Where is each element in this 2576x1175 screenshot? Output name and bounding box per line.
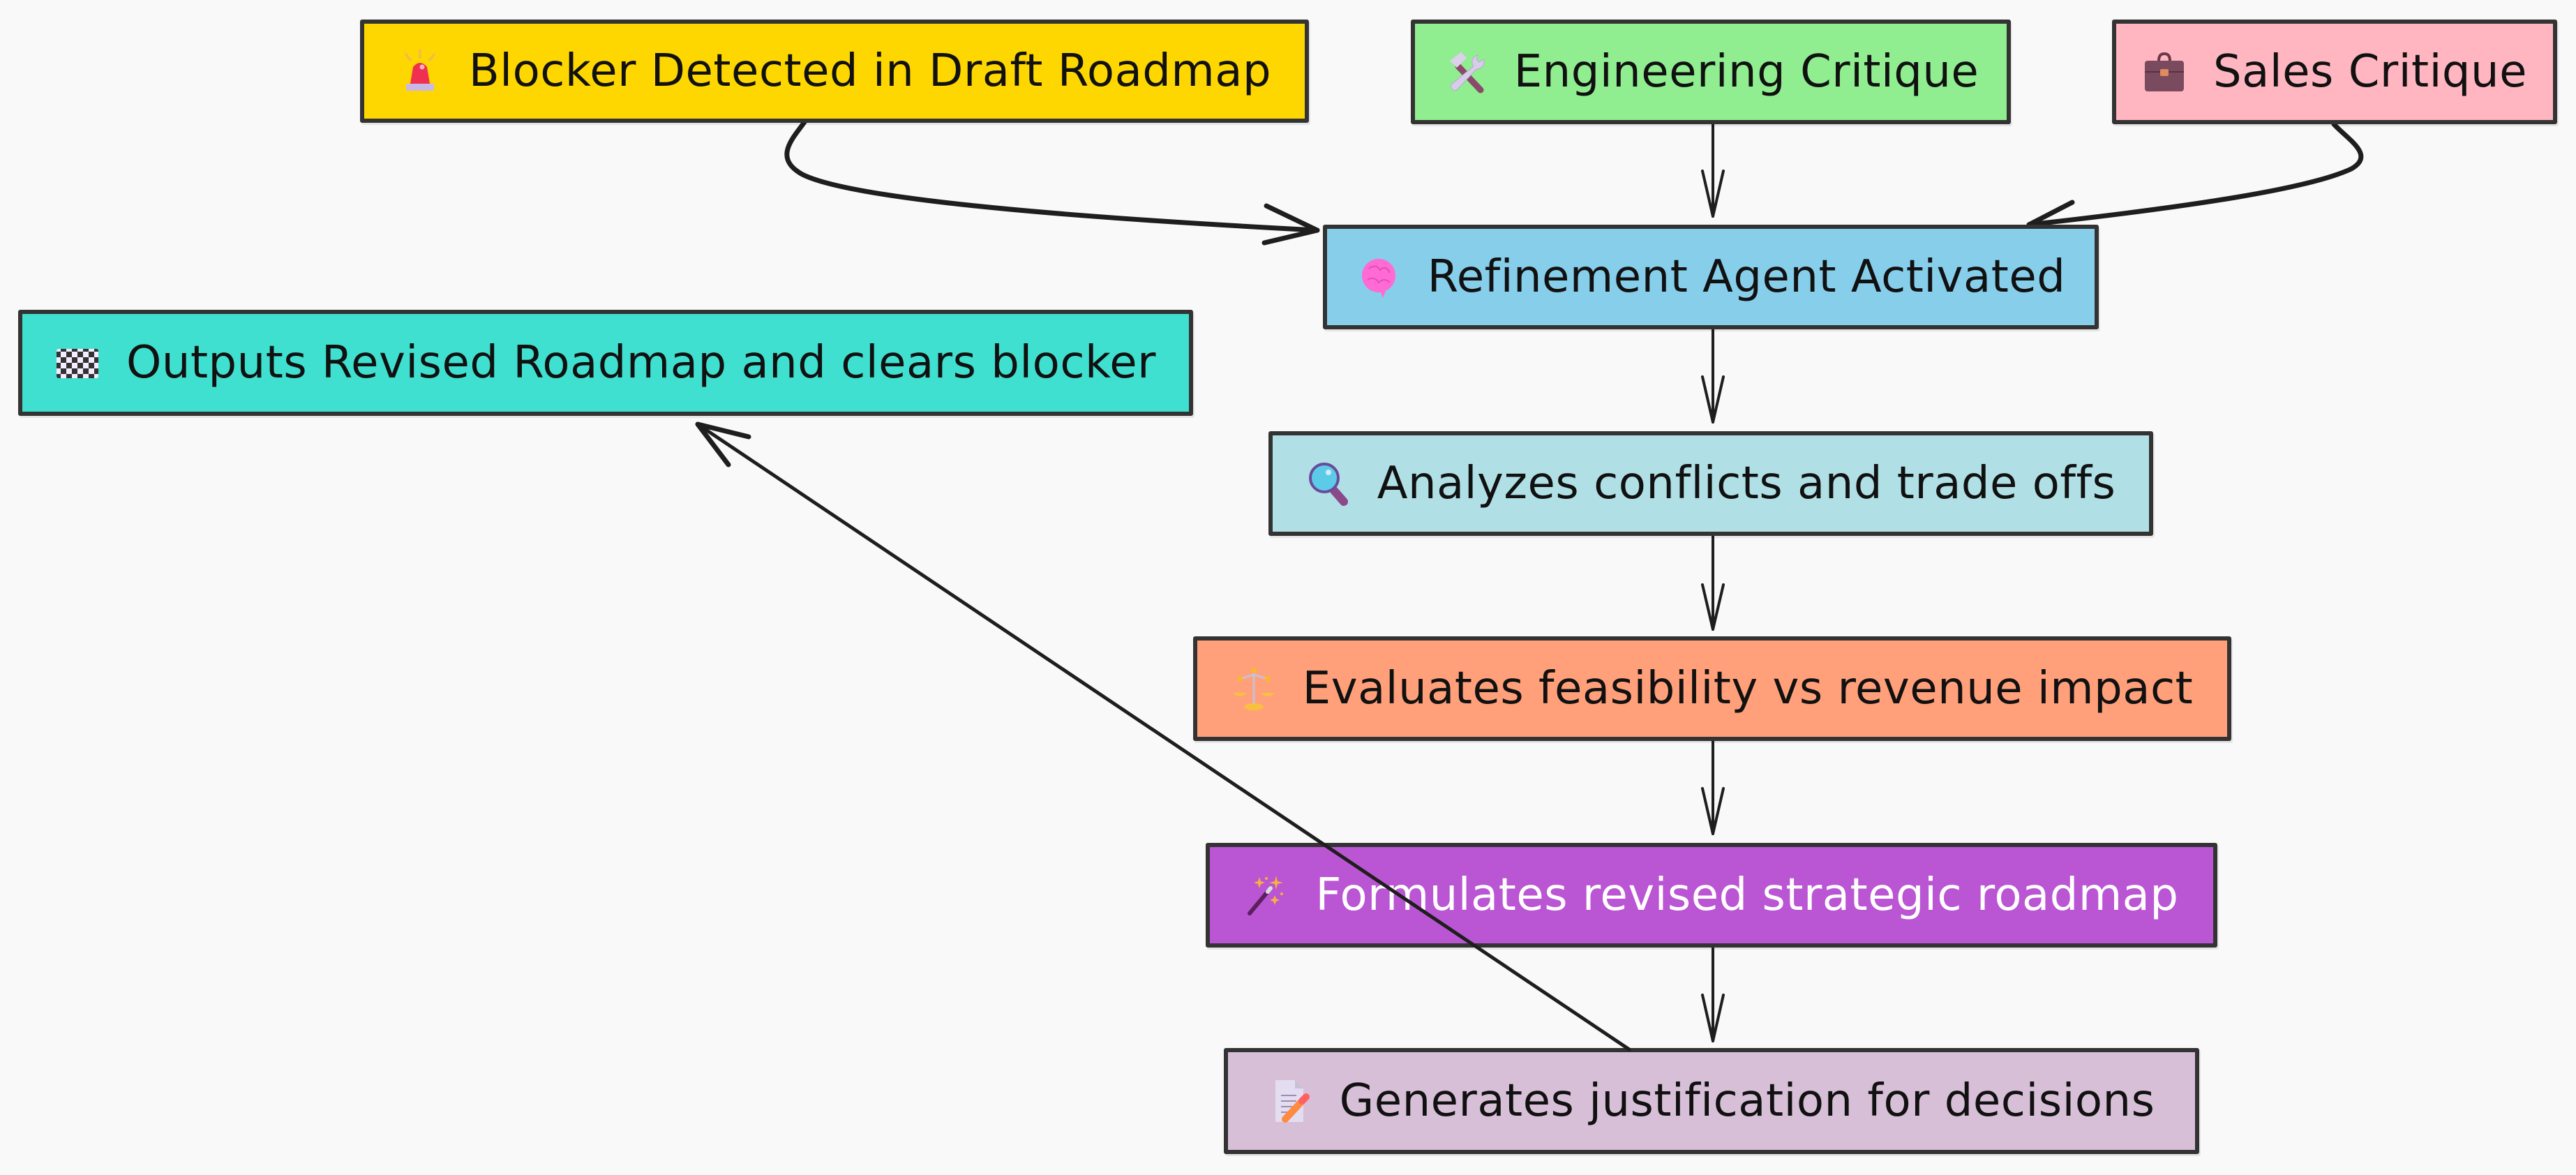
arrowhead-blocker-to-refine (1261, 203, 1320, 246)
arrowhead-refine-to-analyze (1701, 375, 1725, 424)
node-label: Blocker Detected in Draft Roadmap (468, 45, 1272, 97)
node-engineering-critique[interactable]: Engineering Critique (1411, 20, 2011, 124)
node-label: Engineering Critique (1513, 46, 1979, 98)
magic-wand-icon (1244, 873, 1289, 918)
briefcase-icon (2142, 50, 2187, 94)
node-blocker-detected[interactable]: Blocker Detected in Draft Roadmap (360, 20, 1309, 123)
node-label: Sales Critique (2213, 46, 2527, 98)
memo-icon (1268, 1079, 1313, 1123)
node-refinement-agent[interactable]: Refinement Agent Activated (1323, 225, 2099, 329)
checkered-flag-icon (55, 340, 100, 385)
node-evaluates-feasibility[interactable]: Evaluates feasibility vs revenue impact (1193, 636, 2231, 741)
balance-scale-icon (1231, 666, 1276, 711)
edge-blocker-to-refine (784, 117, 1320, 233)
edge-sales-to-refine (2026, 121, 2364, 227)
node-generates-justification[interactable]: Generates justification for decisions (1224, 1048, 2199, 1154)
node-label: Refinement Agent Activated (1427, 251, 2066, 303)
arrowhead-formulate-to-justify (1701, 994, 1725, 1042)
magnifying-glass-icon (1306, 461, 1351, 506)
node-sales-critique[interactable]: Sales Critique (2112, 20, 2557, 124)
node-label: Generates justification for decisions (1339, 1075, 2155, 1127)
node-outputs-revised-roadmap[interactable]: Outputs Revised Roadmap and clears block… (18, 310, 1193, 416)
arrowhead-eng-to-refine (1701, 170, 1725, 218)
police-light-icon (398, 49, 442, 93)
arrowhead-analyze-to-evaluate (1701, 583, 1725, 631)
node-label: Analyzes conflicts and trade offs (1377, 458, 2116, 509)
node-label: Evaluates feasibility vs revenue impact (1302, 663, 2194, 714)
node-label: Formulates revised strategic roadmap (1315, 869, 2179, 921)
node-formulates-roadmap[interactable]: Formulates revised strategic roadmap (1206, 843, 2217, 948)
node-label: Outputs Revised Roadmap and clears block… (126, 337, 1156, 389)
arrowhead-justify-to-output (695, 421, 751, 467)
arrowhead-evaluate-to-formulate (1701, 787, 1725, 835)
node-analyzes-conflicts[interactable]: Analyzes conflicts and trade offs (1268, 431, 2153, 536)
hammer-and-wrench-icon (1443, 50, 1488, 94)
brain-icon (1356, 255, 1401, 299)
